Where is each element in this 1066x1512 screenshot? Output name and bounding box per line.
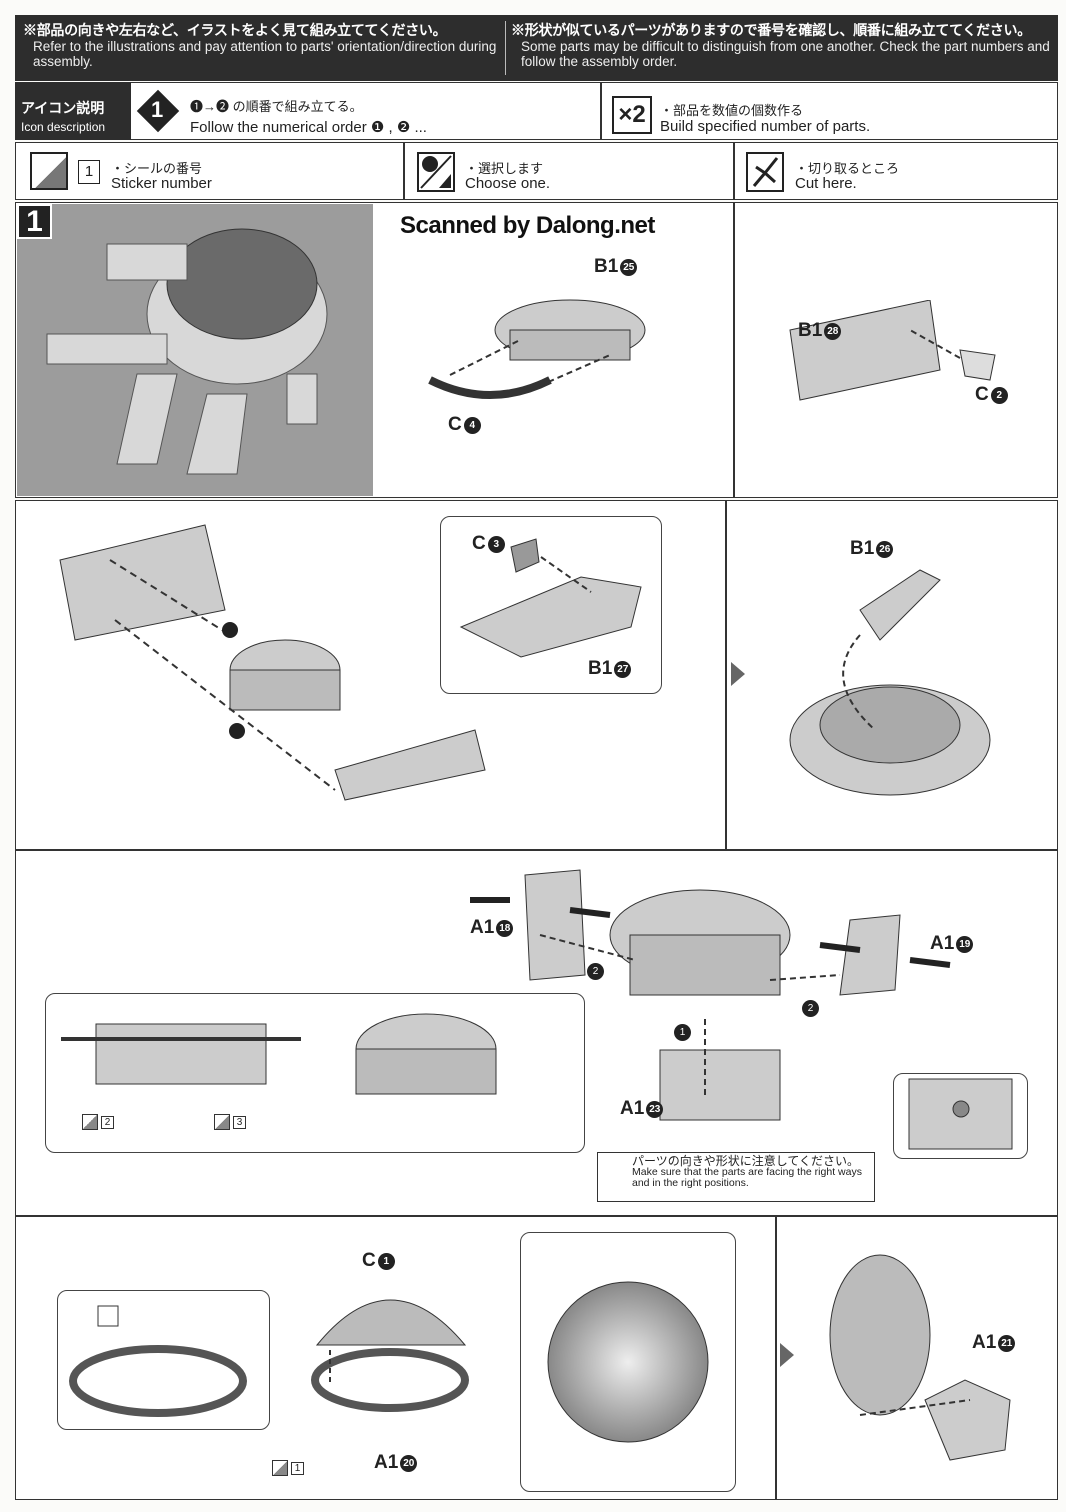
sticker-placement-illustration	[61, 1013, 497, 1095]
sticker-2-marker: 2	[82, 1114, 114, 1130]
caution-note: パーツの向きや形状に注意してください。 Make sure that the p…	[597, 1152, 875, 1202]
sticker-number-box: 1	[78, 160, 100, 184]
sticker-en: Sticker number	[111, 175, 212, 192]
sticker-3-marker: 3	[214, 1114, 246, 1130]
order-mark-1: 1	[672, 1024, 691, 1042]
cockpit-part-illustration	[428, 299, 646, 399]
icon-title-en: Icon description	[21, 120, 106, 134]
icon-row-1	[15, 82, 1058, 140]
divider	[733, 202, 735, 498]
body-assembly-illustration	[59, 524, 486, 801]
choose-jp: ・選択します	[465, 161, 544, 176]
divider	[725, 500, 727, 850]
next-step-arrow-icon	[780, 1343, 794, 1367]
order-mark-2: 2	[585, 963, 604, 981]
choose-one-icon	[417, 152, 455, 192]
icon-title-jp: アイコン説明	[21, 100, 105, 116]
order-en: Follow the numerical order ❶ , ❷ ...	[190, 119, 427, 136]
note-jp: パーツの向きや形状に注意してください。	[632, 1154, 860, 1168]
sticker-jp: ・シールの番号	[111, 161, 203, 176]
divider	[733, 142, 735, 200]
canopy-hinge-illustration	[829, 1254, 1011, 1461]
underside-detail-callout	[893, 1073, 1028, 1159]
watermark: Scanned by Dalong.net	[400, 212, 655, 239]
canopy-ring-illustration	[311, 1299, 469, 1412]
ring-cut-detail	[57, 1290, 270, 1430]
note-en: Make sure that the parts are facing the …	[632, 1166, 862, 1189]
icon-row-2	[15, 142, 1058, 200]
side-parts-assembly-illustration	[470, 869, 951, 1121]
completed-model-photo	[17, 204, 373, 496]
icon-description-label: アイコン説明 Icon description	[15, 82, 131, 140]
step-number: 1	[17, 204, 52, 239]
sticker-detail-callout: 2 3	[45, 993, 585, 1153]
cockpit-seat-illustration	[789, 569, 991, 796]
order-jp: ❶→❷ の順番で組み立てる。	[190, 99, 363, 114]
multi-en: Build specified number of parts.	[660, 118, 871, 135]
header-right-en: Some parts may be difficult to distingui…	[521, 39, 1050, 69]
sub-frame-illustration	[459, 538, 642, 658]
multi-jp: ・部品を数値の個数作る	[660, 103, 804, 118]
header-left-en: Refer to the illustrations and pay atten…	[33, 39, 497, 69]
header-left-jp: ※部品の向きや左右など、イラストをよく見て組み立ててください。	[23, 22, 447, 38]
next-step-arrow-icon	[731, 662, 745, 686]
divider	[600, 82, 602, 140]
sticker-1-marker: 1	[272, 1460, 304, 1476]
divider	[775, 1216, 777, 1500]
order-mark-2: 2	[800, 1000, 819, 1018]
divider	[403, 142, 405, 200]
canopy-detail-callout	[520, 1232, 736, 1492]
canopy-top-view	[547, 1281, 709, 1443]
choose-en: Choose one.	[465, 175, 551, 192]
order-icon-number: 1	[151, 97, 164, 122]
cut-en: Cut here.	[795, 175, 857, 192]
sticker-icon	[30, 152, 68, 190]
cut-here-icon	[746, 152, 784, 192]
ring-illustration	[69, 1305, 247, 1417]
cut-jp: ・切り取るところ	[795, 161, 900, 176]
multiply-icon: ×2	[612, 96, 652, 134]
header-banner: ※部品の向きや左右など、イラストをよく見て組み立ててください。 Refer to…	[15, 15, 1058, 81]
header-right-jp: ※形状が似ているパーツがありますので番号を確認し、順番に組み立ててください。	[511, 22, 1031, 38]
underside-illustration	[908, 1078, 1013, 1150]
header-divider	[505, 21, 506, 75]
